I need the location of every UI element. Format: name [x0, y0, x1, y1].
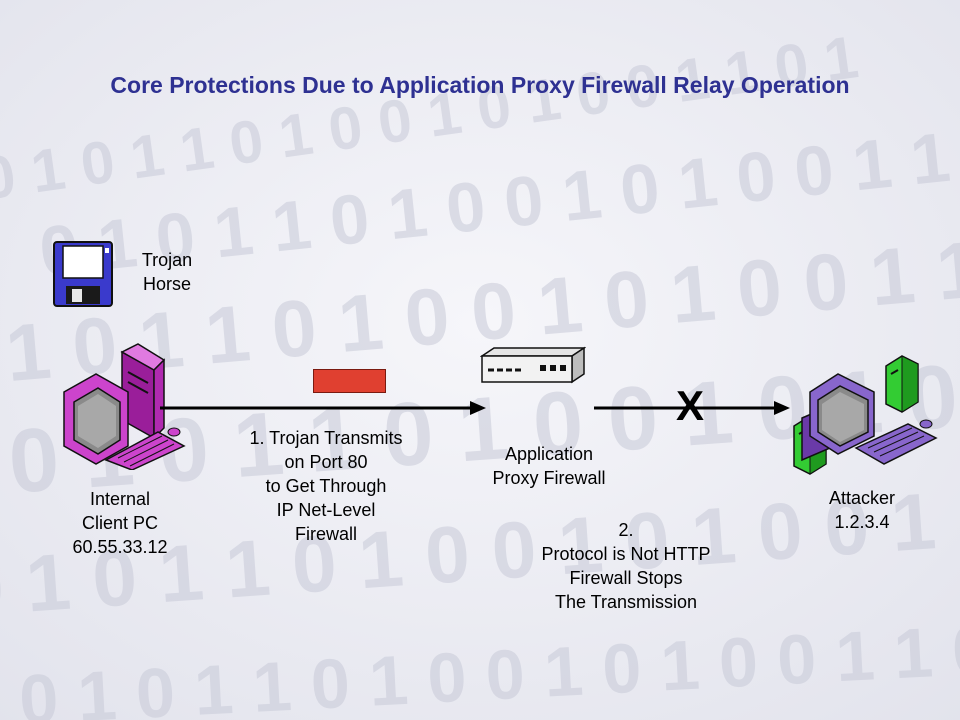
- blocked-x-mark: X: [676, 382, 705, 429]
- transmit-arrow: [160, 401, 486, 415]
- page-title: Core Protections Due to Application Prox…: [110, 72, 850, 98]
- blocked-arrow: [594, 401, 790, 415]
- attacker-pc-icon: [793, 355, 938, 475]
- step1-text: 1. Trojan Transmits on Port 80 to Get Th…: [249, 428, 403, 544]
- client-pc-icon: [63, 343, 186, 470]
- firewall-device-icon: [480, 346, 586, 384]
- step2-text: 2. Protocol is Not HTTP Firewall Stops T…: [541, 520, 711, 612]
- floppy-disk-icon: [53, 241, 113, 307]
- trojan-packet: [313, 369, 386, 393]
- trojan-label: Trojan Horse: [141, 250, 193, 294]
- firewall-label: Application Proxy Firewall: [492, 444, 606, 488]
- client-pc-label: Internal Client PC 60.55.33.12: [72, 489, 168, 557]
- attacker-label: Attacker 1.2.3.4: [828, 488, 896, 532]
